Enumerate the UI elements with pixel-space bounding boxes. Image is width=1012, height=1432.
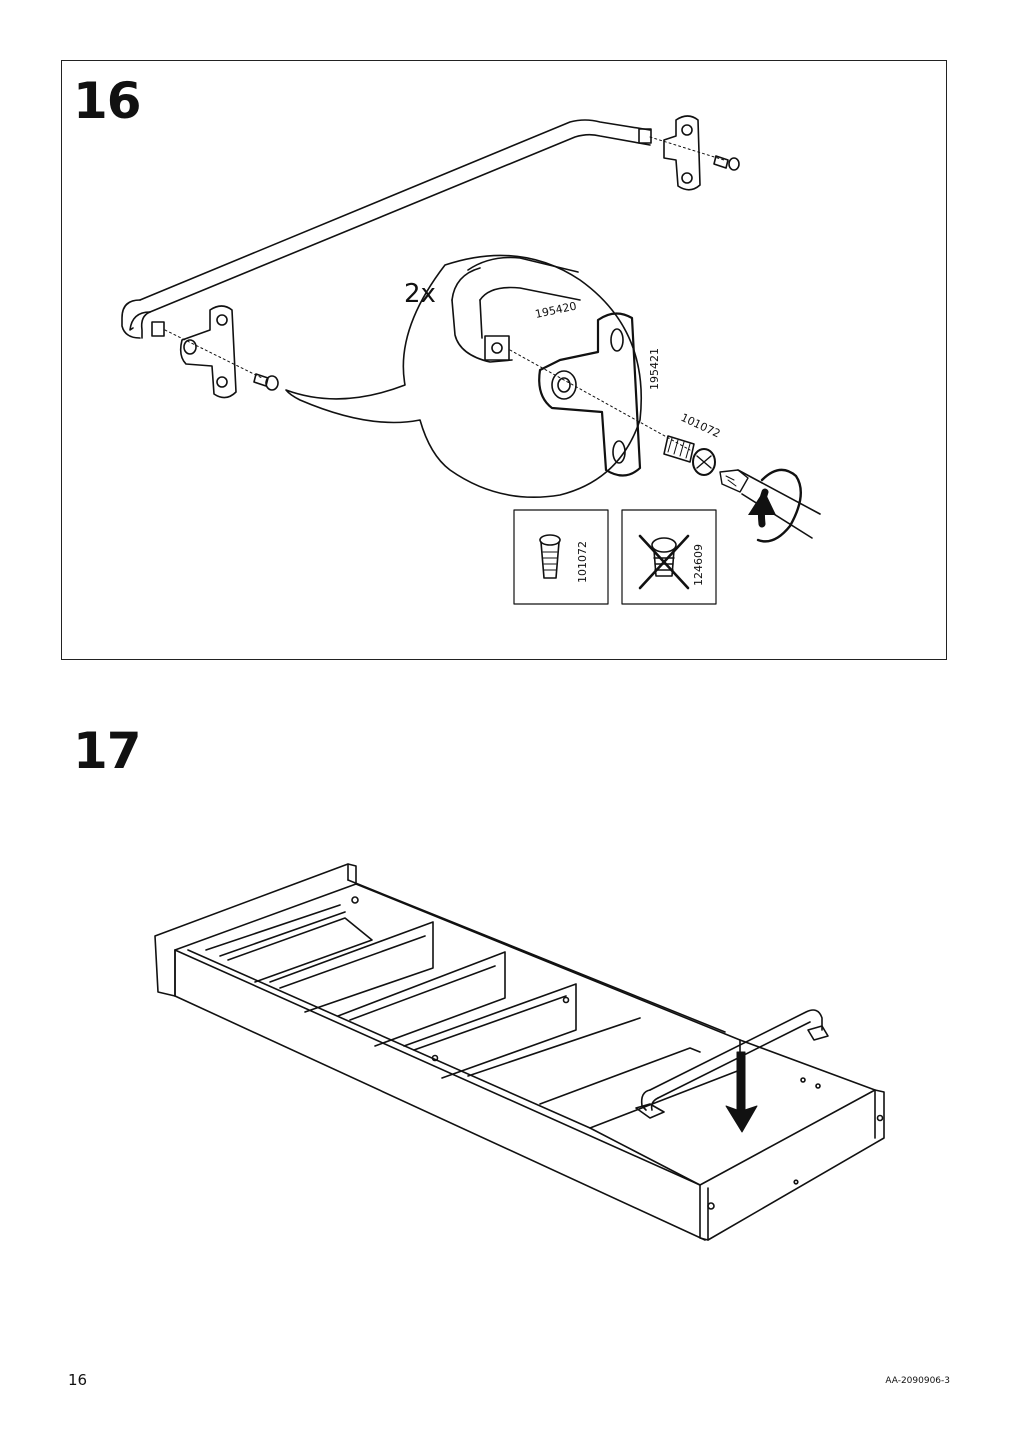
- quantity-label: 2x: [404, 279, 436, 309]
- detail-bracket: [509, 312, 691, 477]
- detail-screw: [663, 435, 716, 476]
- drawer-handle: [635, 1009, 829, 1119]
- down-arrow-icon: [725, 1051, 758, 1133]
- left-screw: [253, 373, 279, 391]
- step-16-panel: [61, 60, 947, 660]
- screw-option-correct: 101072: [513, 509, 609, 605]
- screw-option-correct-code: 101072: [576, 541, 589, 583]
- step-17-number: 17: [73, 722, 142, 780]
- left-bracket: [164, 305, 263, 399]
- detail-callout: [285, 254, 642, 498]
- part-number-bracket: 195421: [648, 348, 661, 390]
- page-number: 16: [68, 1371, 88, 1389]
- screw-option-incorrect-code: 124609: [692, 544, 705, 586]
- right-screw: [713, 155, 740, 171]
- screw-option-incorrect: 124609: [621, 509, 717, 605]
- detail-handle-end: [451, 256, 581, 363]
- right-bracket: [649, 115, 725, 191]
- step-16-number: 16: [73, 72, 142, 130]
- part-number-handle: 195420: [534, 299, 578, 320]
- drawer-box: [154, 863, 885, 1241]
- handle-rail: [121, 119, 652, 339]
- screwdriver-icon: [719, 469, 821, 539]
- document-code: AA-2090906-3: [885, 1376, 950, 1386]
- clockwise-rotation-icon: [748, 468, 802, 543]
- part-number-screw: 101072: [679, 411, 723, 441]
